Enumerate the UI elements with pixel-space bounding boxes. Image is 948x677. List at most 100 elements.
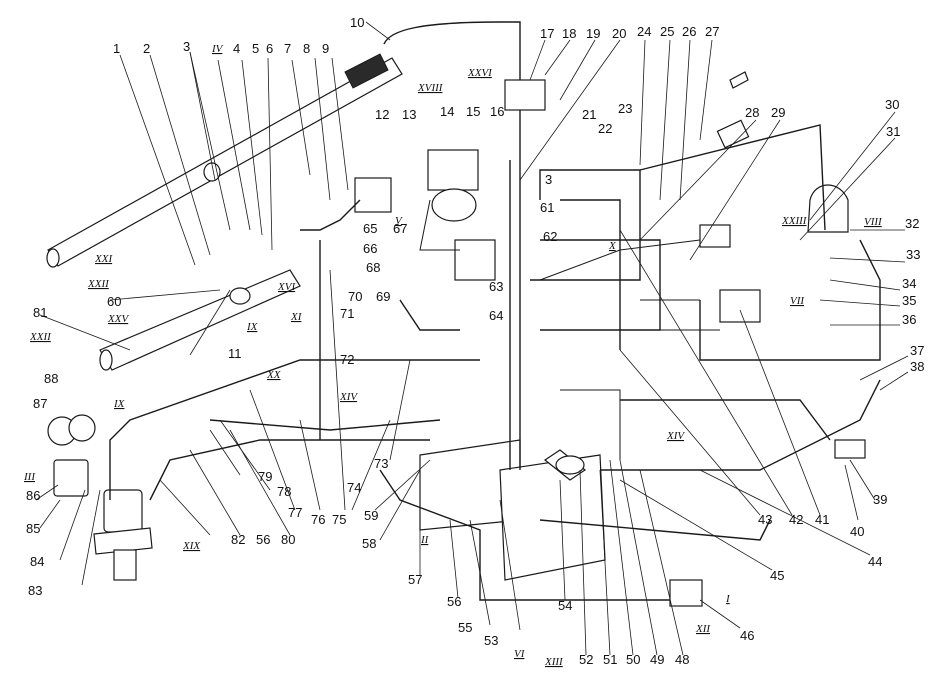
label-73: 73 xyxy=(374,456,388,471)
label-70: 70 xyxy=(348,289,362,304)
label-43: 43 xyxy=(758,512,772,527)
leader-lines xyxy=(35,21,909,656)
label-52: 52 xyxy=(579,652,593,667)
label-68: 68 xyxy=(366,260,380,275)
label-41: 41 xyxy=(815,512,829,527)
label-62: 62 xyxy=(543,229,557,244)
roman-XIV-b: XIV xyxy=(666,430,685,442)
roman-IX-b: IX xyxy=(113,398,126,410)
label-32: 32 xyxy=(905,216,919,231)
roman-XI: XI xyxy=(290,311,303,323)
label-86: 86 xyxy=(26,488,40,503)
upper-valve-unit xyxy=(427,149,496,281)
label-15: 15 xyxy=(466,104,480,119)
label-23: 23 xyxy=(618,101,632,116)
label-3b: 3 xyxy=(545,172,552,187)
label-26: 26 xyxy=(682,24,696,39)
label-63: 63 xyxy=(489,279,503,294)
number-labels: 1 2 3 3 4 5 6 7 8 9 10 11 12 13 14 15 16… xyxy=(26,15,924,667)
label-77: 77 xyxy=(288,505,302,520)
roman-XVIII: XVIII xyxy=(417,82,444,94)
label-55: 55 xyxy=(458,620,472,635)
label-50: 50 xyxy=(626,652,640,667)
label-56b: 56 xyxy=(256,532,270,547)
label-13: 13 xyxy=(402,107,416,122)
label-83: 83 xyxy=(28,583,42,598)
label-30: 30 xyxy=(885,97,899,112)
roman-II: II xyxy=(420,534,430,546)
label-34: 34 xyxy=(902,276,916,291)
label-8: 8 xyxy=(303,41,310,56)
label-54: 54 xyxy=(558,598,572,613)
label-71: 71 xyxy=(340,306,354,321)
label-24: 24 xyxy=(637,24,651,39)
roman-I: I xyxy=(725,593,731,605)
roman-IX: IX xyxy=(246,321,259,333)
label-31: 31 xyxy=(886,124,900,139)
label-21: 21 xyxy=(582,107,596,122)
label-78: 78 xyxy=(277,484,291,499)
roman-V: V xyxy=(395,215,403,227)
label-65: 65 xyxy=(363,221,377,236)
label-27: 27 xyxy=(705,24,719,39)
label-2: 2 xyxy=(143,41,150,56)
label-9: 9 xyxy=(322,41,329,56)
label-20: 20 xyxy=(612,26,626,41)
roman-XIX: XIX xyxy=(182,540,201,552)
label-88: 88 xyxy=(44,371,58,386)
label-84: 84 xyxy=(30,554,44,569)
label-22: 22 xyxy=(598,121,612,136)
label-46: 46 xyxy=(740,628,754,643)
label-59: 59 xyxy=(364,508,378,523)
label-29: 29 xyxy=(771,105,785,120)
label-53: 53 xyxy=(484,633,498,648)
label-37: 37 xyxy=(910,343,924,358)
roman-XVI: XVI xyxy=(277,281,296,293)
roman-IV: IV xyxy=(211,43,224,55)
roman-VI: VI xyxy=(514,648,526,660)
label-69: 69 xyxy=(376,289,390,304)
label-12: 12 xyxy=(375,107,389,122)
label-48: 48 xyxy=(675,652,689,667)
label-3: 3 xyxy=(183,39,190,54)
label-28: 28 xyxy=(745,105,759,120)
label-25: 25 xyxy=(660,24,674,39)
label-33: 33 xyxy=(906,247,920,262)
label-60: 60 xyxy=(107,294,121,309)
label-5: 5 xyxy=(252,41,259,56)
label-16: 16 xyxy=(490,104,504,119)
right-components xyxy=(354,71,866,607)
label-6: 6 xyxy=(266,41,273,56)
label-4: 4 xyxy=(233,41,240,56)
roman-XXIII: XXIII xyxy=(781,215,808,227)
main-cylinder xyxy=(46,21,521,268)
label-42: 42 xyxy=(789,512,803,527)
label-18: 18 xyxy=(562,26,576,41)
label-38: 38 xyxy=(910,359,924,374)
label-82: 82 xyxy=(231,532,245,547)
label-40: 40 xyxy=(850,524,864,539)
roman-XXII-b: XXII xyxy=(29,331,52,343)
label-80: 80 xyxy=(281,532,295,547)
roman-XX: XX xyxy=(266,369,282,381)
label-87: 87 xyxy=(33,396,47,411)
label-19: 19 xyxy=(586,26,600,41)
roman-XII: XII xyxy=(695,623,711,635)
roman-XXII: XXII xyxy=(87,278,110,290)
label-57: 57 xyxy=(408,572,422,587)
label-36: 36 xyxy=(902,312,916,327)
roman-XXI: XXI xyxy=(94,253,113,265)
roman-VII: VII xyxy=(790,295,805,307)
roman-X: X xyxy=(608,240,617,252)
label-81: 81 xyxy=(33,305,47,320)
label-74: 74 xyxy=(347,480,361,495)
roman-XXV: XXV xyxy=(107,313,129,325)
label-1: 1 xyxy=(113,41,120,56)
label-49: 49 xyxy=(650,652,664,667)
label-61: 61 xyxy=(540,200,554,215)
label-76: 76 xyxy=(311,512,325,527)
label-85: 85 xyxy=(26,521,40,536)
roman-III: III xyxy=(23,471,36,483)
label-51: 51 xyxy=(603,652,617,667)
label-56: 56 xyxy=(447,594,461,609)
